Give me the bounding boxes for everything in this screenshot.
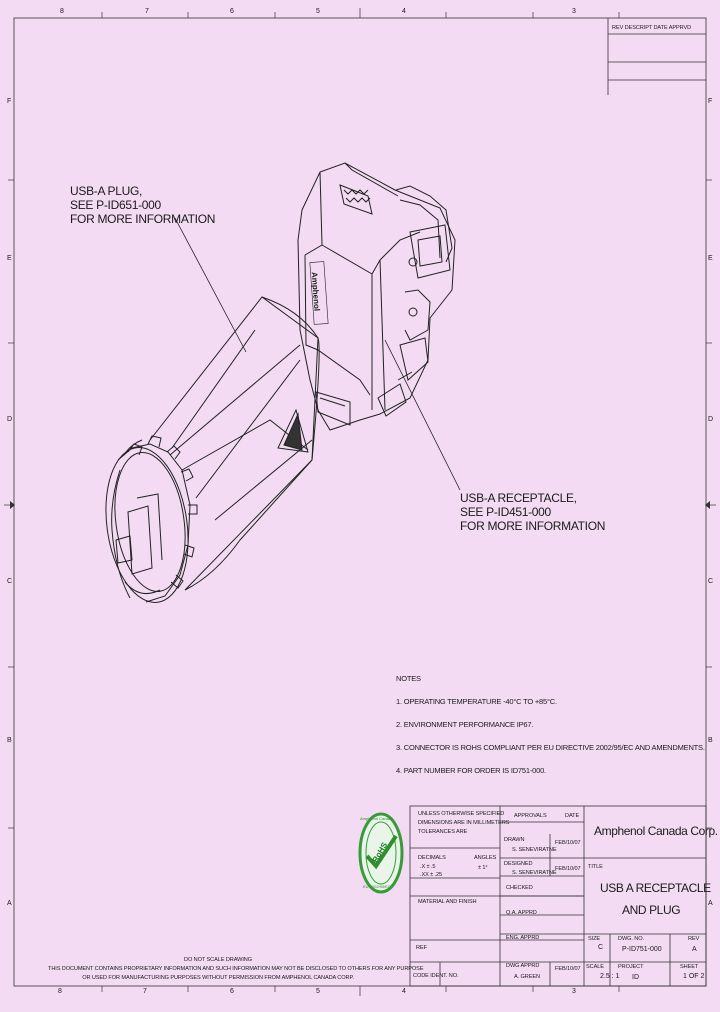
drawn-date: FEB/10/07 (555, 840, 581, 846)
zone-right-E: E (708, 255, 713, 262)
note-item-3: 3. CONNECTOR IS ROHS COMPLIANT PER EU DI… (396, 743, 705, 752)
zone-bottom-6: 6 (230, 988, 234, 995)
zone-bottom-8: 8 (58, 988, 62, 995)
eng-label: ENG. APPRD (506, 935, 540, 941)
rohs-logo: Amphenol Canada RoHS EU 2002/95/EC (358, 812, 404, 894)
dwg-apprd-date: FEB/10/07 (555, 966, 581, 972)
usb-plug-drawing (105, 296, 320, 603)
project-label: PROJECT (618, 964, 644, 970)
zone-right-D: D (708, 416, 714, 423)
note-item-2: 2. ENVIRONMENT PERFORMANCE IP67. (396, 720, 534, 729)
usb-receptacle-drawing (174, 162, 461, 491)
drawn-label: DRAWN (504, 837, 525, 843)
receptacle-callout-line-1: USB-A RECEPTACLE, (460, 491, 577, 505)
designed-label: DESIGNED (504, 861, 533, 867)
rohs-logo-graphic (358, 812, 404, 894)
zone-left-B: B (7, 737, 12, 744)
product-marking-band (309, 261, 329, 325)
project-value: ID (632, 974, 639, 981)
decimals-value-2: .XX ± .25 (420, 872, 443, 878)
receptacle-callout-line-3: FOR MORE INFORMATION (460, 519, 606, 533)
zone-right-A: A (708, 900, 713, 907)
rohs-logo-line-3: EU 2002/95/EC (363, 884, 391, 889)
zone-top-5: 5 (316, 8, 320, 15)
zone-top-3: 3 (572, 8, 576, 15)
dwg-no-value: P-ID751-000 (622, 946, 662, 953)
zone-top-8: 8 (60, 8, 64, 15)
drawing-title-line-2: AND PLUG (622, 903, 681, 917)
zone-bottom-7: 7 (143, 988, 147, 995)
code-ident-label: CODE IDENT. NO. (413, 973, 459, 979)
zone-right-C: C (708, 578, 714, 585)
rohs-logo-line-1: Amphenol Canada (360, 816, 394, 821)
title-block-lines (409, 805, 707, 987)
scale-label: SCALE (586, 964, 604, 970)
notes-section: NOTES 1. OPERATING TEMPERATURE -40°C TO … (396, 674, 705, 775)
tolerance-notes: UNLESS OTHERWISE SPECIFIED DIMENSIONS AR… (418, 810, 509, 837)
note-item-4: 4. PART NUMBER FOR ORDER IS ID751-000. (396, 766, 546, 775)
designed-name: S. SENEVIRATNE (512, 870, 557, 876)
zone-left-C: C (7, 578, 13, 585)
size-label: SIZE (588, 936, 601, 942)
sheet-value: 1 OF 2 (683, 973, 705, 980)
dwg-apprd-label: DWG APPRD (506, 963, 540, 969)
disclaimer-line-2: THIS DOCUMENT CONTAINS PROPRIETARY INFOR… (48, 966, 424, 972)
zone-right-B: B (708, 737, 713, 744)
zone-top-7: 7 (145, 8, 149, 15)
tolerance-line-1: UNLESS OTHERWISE SPECIFIED (418, 811, 505, 817)
drawn-name: S. SENEVIRATNE (512, 847, 557, 853)
plug-callout-line-2: SEE P-ID651-000 (70, 198, 161, 212)
date-label: DATE (565, 813, 580, 819)
revision-block-lines (607, 18, 706, 95)
angles-value: ± 1° (478, 865, 488, 871)
zone-left-E: E (7, 255, 12, 262)
angles-label: ANGLES (474, 855, 497, 861)
disclaimer-line-3: OR USED FOR MANUFACTURING PURPOSES WITHO… (82, 975, 354, 981)
zone-top-4: 4 (402, 8, 406, 15)
zone-left-D: D (7, 416, 13, 423)
disclaimer-line-1: DO NOT SCALE DRAWING (184, 957, 252, 963)
zone-left-F: F (7, 98, 12, 105)
revision-block-header: REV DESCRIPT DATE APPRVD (612, 25, 692, 31)
zone-bottom-4: 4 (402, 988, 406, 995)
zone-bottom-3: 3 (572, 988, 576, 995)
receptacle-callout-line-2: SEE P-ID451-000 (460, 505, 551, 519)
decimals-value-1: .X ± .5 (420, 864, 436, 870)
size-value: C (598, 944, 604, 951)
zone-top-6: 6 (230, 8, 234, 15)
company-name: Amphenol Canada Corp. (594, 824, 718, 838)
note-item-1: 1. OPERATING TEMPERATURE -40°C TO +85°C. (396, 697, 557, 706)
sheet-label: SHEET (680, 964, 699, 970)
ref-label: REF (416, 945, 427, 951)
disclaimer: DO NOT SCALE DRAWING THIS DOCUMENT CONTA… (48, 956, 424, 983)
qa-label: Q.A. APPRD (506, 910, 537, 916)
decimals-label: DECIMALS (418, 855, 446, 861)
tolerance-line-2: DIMENSIONS ARE IN MILLIMETERS (418, 820, 510, 826)
material-label: MATERIAL AND FINISH (418, 899, 477, 905)
plug-callout: USB-A PLUG, SEE P-ID651-000 FOR MORE INF… (70, 184, 215, 226)
tolerance-line-3: TOLERANCES ARE (418, 829, 468, 835)
rev-value: A (692, 946, 697, 953)
dwg-no-label: DWG. NO. (618, 936, 644, 942)
checked-label: CHECKED (506, 885, 533, 891)
drawing-title-line-1: USB A RECEPTACLE (600, 881, 711, 895)
zone-bottom-5: 5 (316, 988, 320, 995)
title-label: TITLE (588, 864, 603, 870)
receptacle-callout: USB-A RECEPTACLE, SEE P-ID451-000 FOR MO… (460, 491, 605, 533)
rev-label: REV (688, 936, 700, 942)
zone-right-F: F (708, 98, 713, 105)
plug-callout-line-1: USB-A PLUG, (70, 184, 143, 198)
dwg-apprd-name: A. GREEN (514, 974, 540, 980)
designed-date: FEB/10/07 (555, 866, 581, 872)
approvals-label: APPROVALS (514, 813, 547, 819)
scale-value: 2.5 : 1 (600, 973, 620, 980)
zone-left-A: A (7, 900, 12, 907)
notes-heading: NOTES (396, 674, 421, 683)
plug-callout-line-3: FOR MORE INFORMATION (70, 212, 216, 226)
